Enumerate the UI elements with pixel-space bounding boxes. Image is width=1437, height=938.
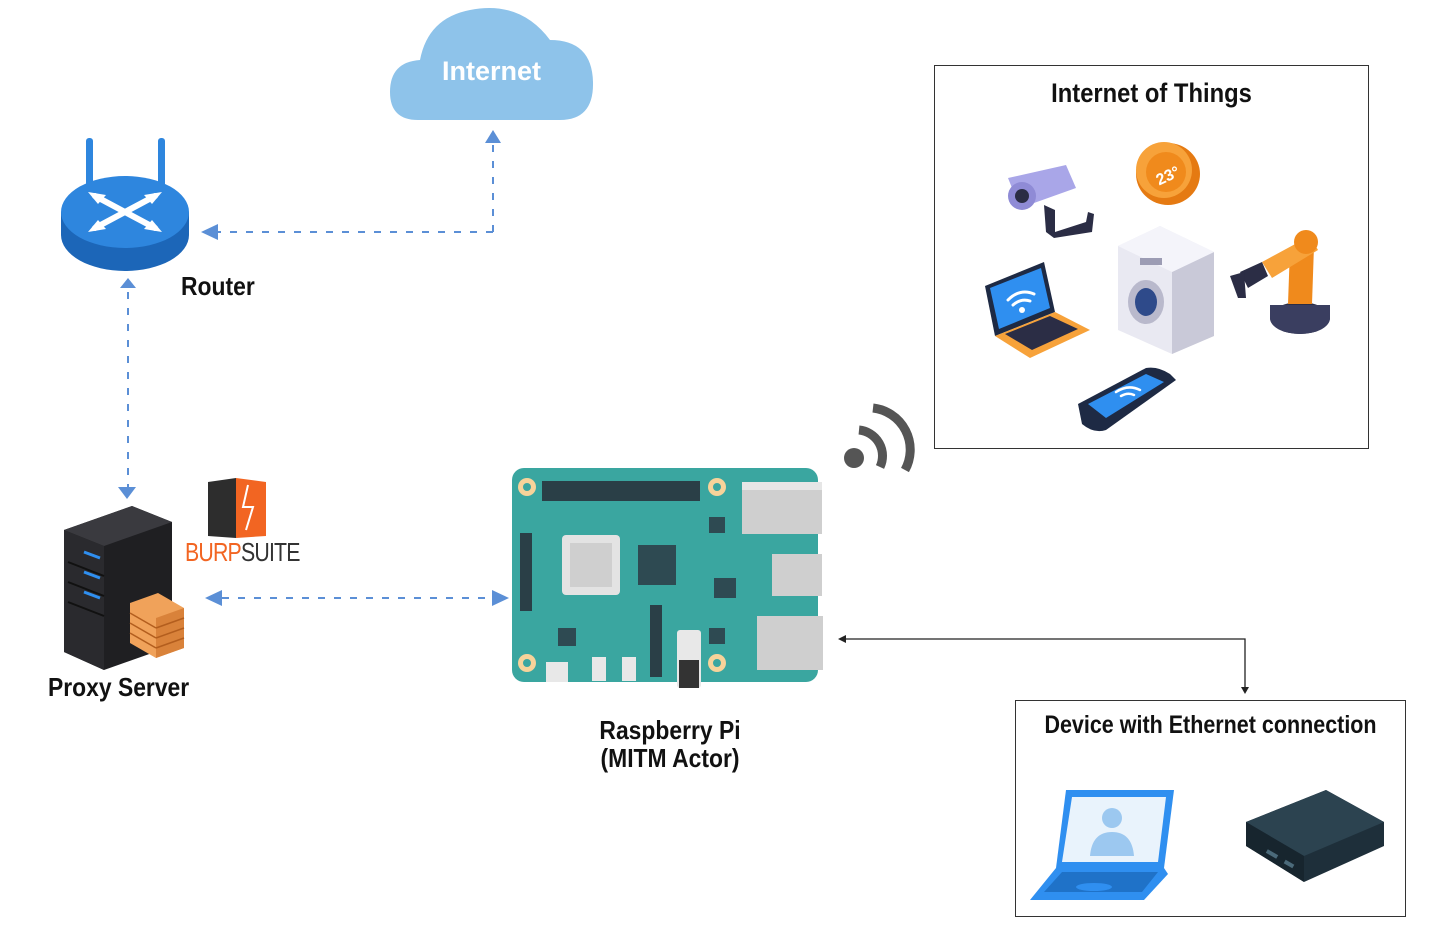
proxy-server-label: Proxy Server	[48, 672, 190, 702]
wifi-signal-dot	[844, 448, 864, 468]
ethernet-laptop-icon	[1030, 790, 1174, 900]
robotic-arm-icon	[1230, 230, 1330, 334]
washing-machine-icon	[1118, 226, 1214, 354]
arrowhead-to-internet	[485, 130, 501, 143]
link-internet-router	[218, 143, 494, 233]
iot-group-box: Internet of Things	[934, 65, 1369, 449]
raspberry-pi-label-line1: Raspberry Pi	[599, 715, 741, 745]
arrowhead-to-router-up	[120, 278, 136, 288]
burpsuite-wordmark-suffix: SUITE	[240, 537, 301, 567]
raspberry-pi-icon	[512, 468, 823, 688]
raspberry-pi-label-line2: (MITM Actor)	[600, 743, 740, 773]
router-label: Router	[181, 271, 255, 301]
arrowhead-to-proxy	[118, 487, 136, 499]
burpsuite-logo	[208, 478, 266, 538]
internet-label: Internet	[441, 56, 541, 86]
ethernet-group-box: Device with Ethernet connection	[1015, 700, 1406, 917]
burpsuite-wordmark-prefix: BURP	[185, 537, 242, 567]
iot-group-title: Internet of Things	[1051, 78, 1252, 108]
set-top-box-icon	[1246, 790, 1384, 882]
link-pi-ethernet	[845, 638, 1246, 688]
cloud-icon	[390, 8, 594, 120]
laptop-wifi-icon	[985, 262, 1090, 358]
arrowhead-to-pi	[492, 590, 509, 606]
smartphone-icon	[1078, 367, 1176, 432]
wifi-signal-icon	[858, 403, 915, 473]
firewall-icon	[129, 593, 185, 658]
ethernet-group-title: Device with Ethernet connection	[1044, 711, 1377, 739]
raspberry-pi-label: Raspberry Pi (MITM Actor)	[560, 716, 780, 772]
burpsuite-wordmark: BURPSUITE	[185, 537, 300, 568]
arrowhead-to-proxy-left	[205, 590, 222, 606]
arrowhead-to-router	[201, 224, 218, 240]
router-icon	[61, 138, 189, 271]
thermostat-icon: 23°	[1136, 142, 1200, 205]
arrowhead-to-pi-ethernet	[838, 635, 846, 643]
security-camera-icon	[1008, 165, 1094, 238]
arrowhead-to-ethernet	[1241, 687, 1249, 694]
